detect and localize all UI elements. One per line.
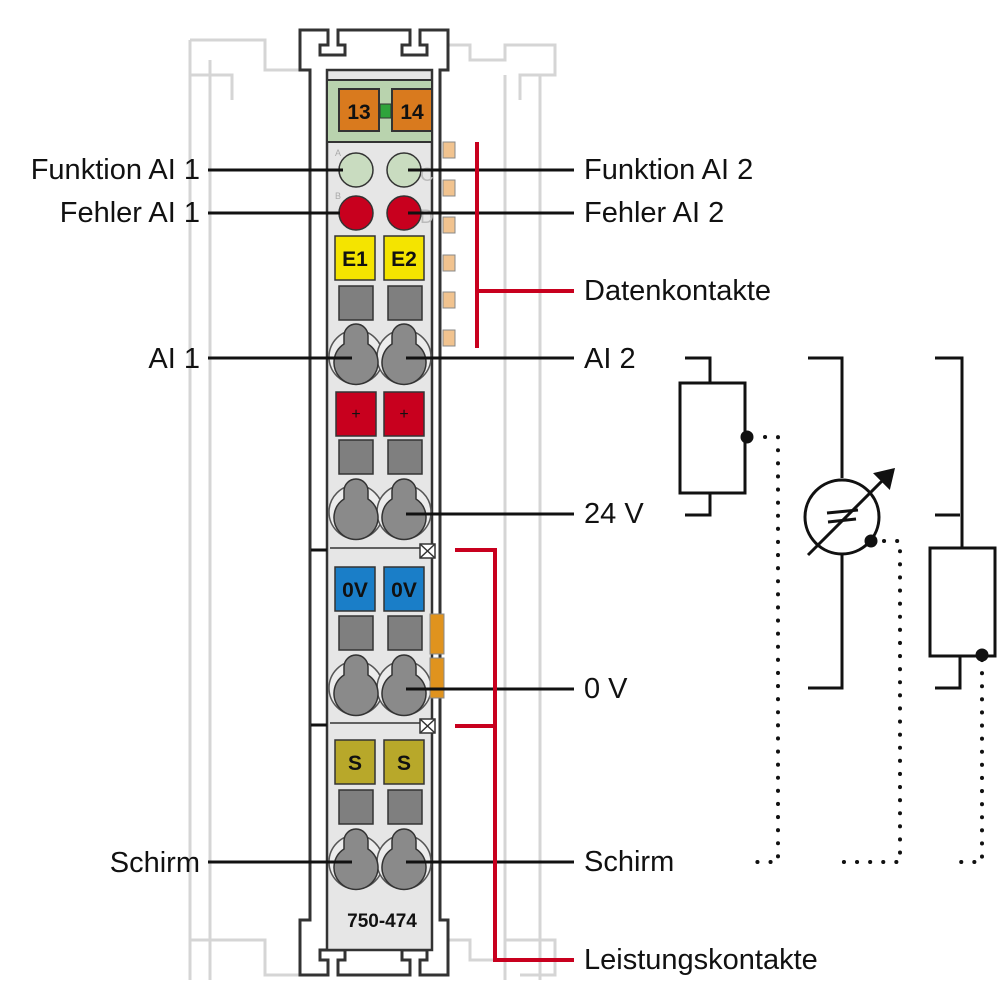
top-terminals: 13 14: [338, 88, 433, 132]
spring-clamps: [328, 323, 432, 891]
labels-right: Funktion AI 2 Fehler AI 2 Datenkontakte …: [584, 154, 818, 976]
led-letter-d: D: [420, 207, 434, 228]
clamp-row-0v: [328, 654, 432, 717]
label-schirm-left: Schirm: [110, 847, 200, 879]
row-0v-labels: 0V 0V: [334, 566, 425, 612]
sensor-potentiometer-3: [928, 356, 997, 690]
led-letter-b: B: [335, 191, 341, 201]
label-funktion-ai1: Funktion AI 1: [31, 154, 200, 186]
shield-dotted-lines: [750, 435, 984, 864]
label-24v: 24 V: [584, 498, 644, 530]
label-funktion-ai2: Funktion AI 2: [584, 154, 753, 186]
terminal-13-label: 13: [347, 101, 370, 124]
clamp-row-24v: [328, 478, 432, 541]
release-buttons: [338, 285, 423, 825]
section-separators: [330, 543, 436, 734]
tag-plus-1: +: [351, 406, 360, 423]
leader-lines-right: [406, 168, 574, 864]
led-fehler-ai1: [338, 195, 374, 231]
status-leds: A B C D: [335, 148, 434, 231]
data-contact-pads: [442, 141, 456, 347]
label-fehler-ai1: Fehler AI 1: [60, 197, 200, 229]
module-number: 750-474: [347, 911, 417, 932]
sensor-potentiometer-1: [678, 356, 754, 517]
led-letter-c: C: [420, 165, 434, 186]
tag-e1: E1: [342, 248, 368, 271]
led-letter-a: A: [335, 148, 341, 158]
label-ai2: AI 2: [584, 343, 636, 375]
label-fehler-ai2: Fehler AI 2: [584, 197, 724, 229]
leistungskontakte-bracket: [455, 548, 574, 962]
row-s-labels: S S: [334, 739, 425, 785]
datenkontakte-bracket: [475, 142, 574, 348]
tag-plus-2: +: [399, 406, 408, 423]
leader-lines-left: [208, 168, 352, 864]
label-datenkontakte: Datenkontakte: [584, 275, 771, 307]
clamp-row-ai: [328, 323, 432, 386]
sensor-meter-2: [803, 356, 896, 690]
led-funktion-ai1: [338, 152, 374, 188]
tag-e2: E2: [391, 248, 417, 271]
clamp-row-schirm: [328, 828, 432, 891]
tag-0v-2: 0V: [391, 579, 417, 602]
label-schirm-right: Schirm: [584, 846, 674, 878]
labels-left: Funktion AI 1 Fehler AI 1 AI 1 Schirm: [31, 154, 200, 879]
tag-s-1: S: [348, 752, 362, 775]
label-ai1: AI 1: [148, 343, 200, 375]
tag-s-2: S: [397, 752, 411, 775]
tag-0v-1: 0V: [342, 579, 368, 602]
row-e-labels: E1 E2: [334, 235, 425, 281]
label-0v: 0 V: [584, 673, 628, 705]
row-plus-labels: + +: [335, 391, 425, 437]
terminal-14-label: 14: [400, 101, 424, 124]
label-leistungskontakte: Leistungskontakte: [584, 944, 818, 976]
